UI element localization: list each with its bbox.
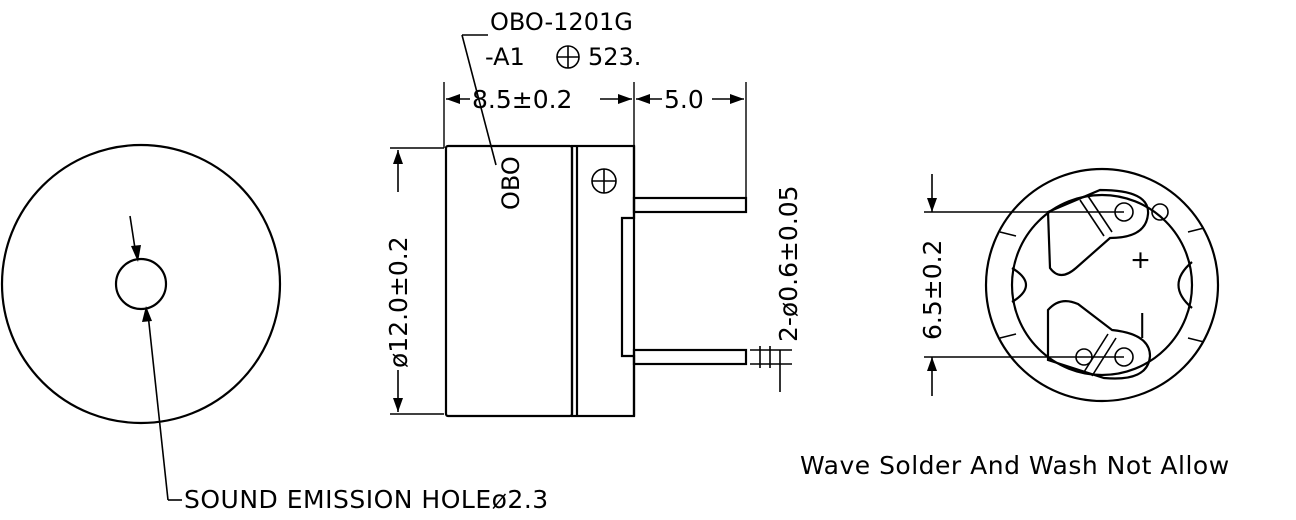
dim-pin-pitch-label: 6.5±0.2	[918, 240, 947, 340]
dim-pin-length-label: 5.0	[664, 85, 704, 114]
pin-bottom	[632, 348, 748, 366]
sound-hole-leader-bottom	[147, 313, 169, 501]
rib-left-top	[999, 231, 1017, 237]
part-number-label: OBO-1201G	[490, 8, 633, 36]
leader-arrow-bottom	[142, 306, 152, 322]
part-code-prefix: -A1	[485, 43, 525, 71]
solder-pad-top	[1046, 188, 1150, 277]
side-view: OBO-1201G -A1 523. 8.5±0.2 5.0	[384, 8, 803, 418]
pad-top-divider-1	[1079, 199, 1105, 237]
rib-right-top	[1187, 227, 1205, 233]
pad-bottom-divider-1	[1083, 333, 1109, 373]
bottom-inner-circle	[1010, 193, 1194, 377]
plus-in-circle-icon	[556, 45, 580, 69]
pad-top-divider-2	[1087, 195, 1113, 233]
leader-arrow-top	[131, 245, 141, 262]
dim-pin-diameter-label: 2-ø0.6±0.05	[774, 185, 803, 342]
dim-body-length-label: 8.5±0.2	[472, 85, 572, 114]
left-notch	[1011, 267, 1028, 303]
buzzer-base-side	[570, 144, 636, 418]
bottom-view: + | 6.5±0.2 Wave Solder And Wash Not All…	[800, 167, 1230, 480]
sound-emission-hole-label: SOUND EMISSION HOLEø2.3	[184, 485, 549, 514]
dim-diameter-label: ø12.0±0.2	[384, 236, 413, 368]
alt-hole-top	[1151, 203, 1169, 221]
body-marking-text: OBO	[497, 156, 525, 210]
part-code-suffix: 523.	[588, 43, 641, 71]
polarity-plus-label: +	[1130, 245, 1151, 274]
base-step-outline	[620, 146, 636, 416]
rib-left-bottom	[999, 333, 1017, 339]
right-notch	[1177, 261, 1193, 309]
buzzer-outline-circle	[0, 143, 282, 425]
wave-solder-note: Wave Solder And Wash Not Allow	[800, 451, 1230, 480]
rib-right-bottom	[1187, 337, 1205, 343]
polarity-minus-label: |	[1138, 309, 1146, 338]
sound-hole-circle	[114, 257, 168, 311]
solder-pad-bottom	[1046, 299, 1152, 380]
part-label-leader	[461, 34, 497, 166]
base-plus-marking-icon	[591, 168, 617, 194]
pin-top	[632, 196, 748, 214]
front-view: SOUND EMISSION HOLEø2.3	[0, 143, 549, 514]
bottom-outer-circle	[984, 167, 1220, 403]
